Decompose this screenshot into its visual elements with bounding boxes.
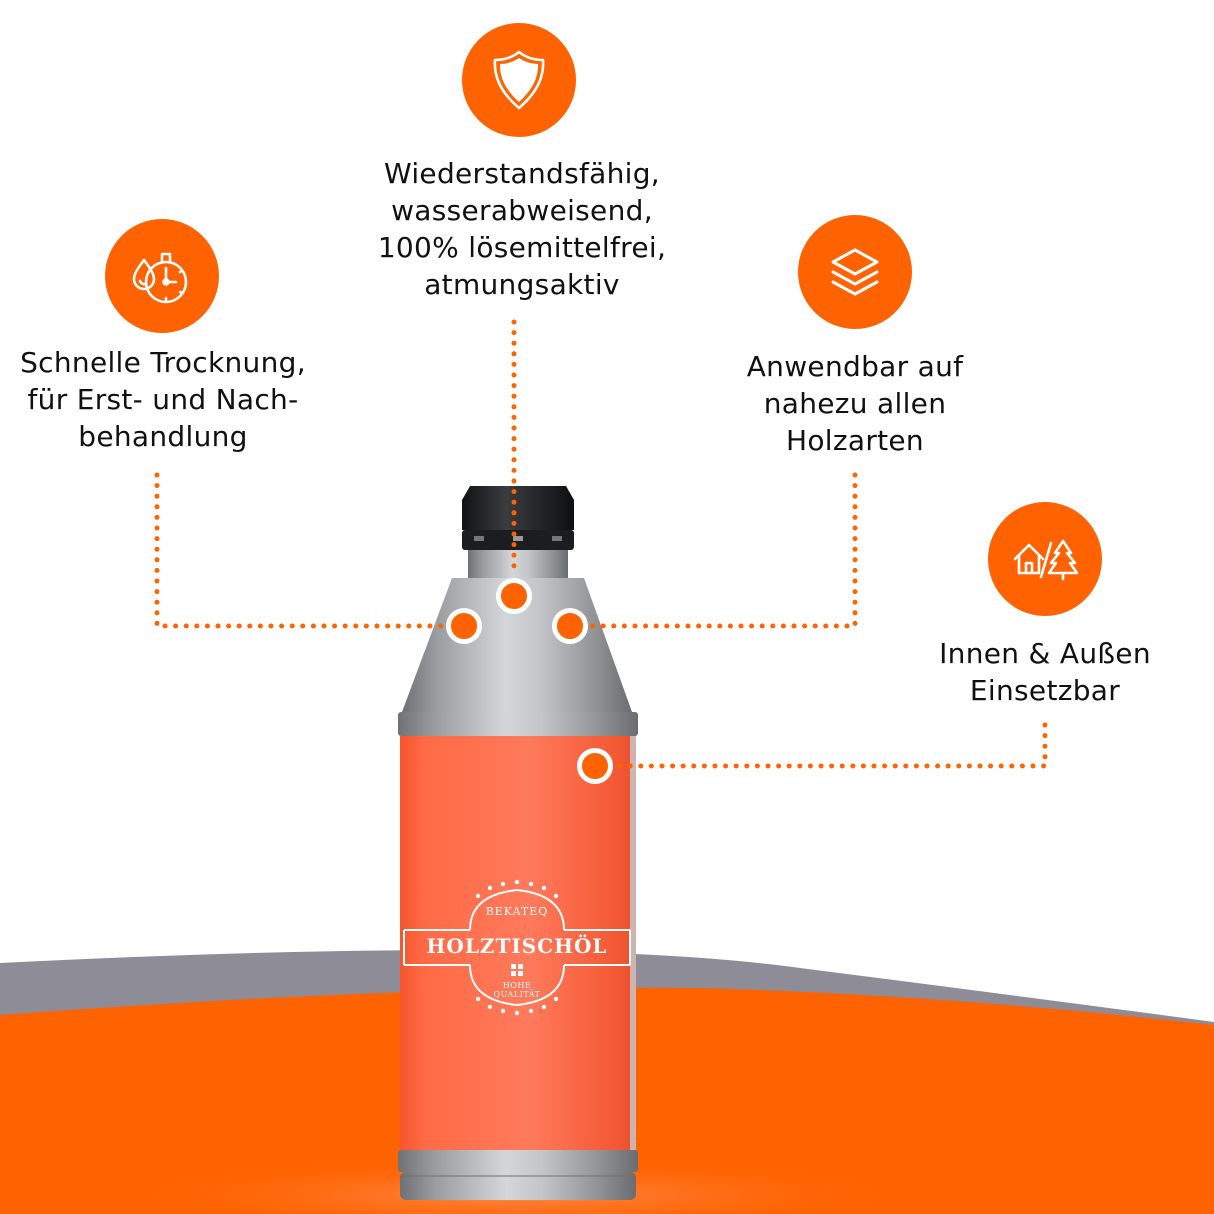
feature-indoor-outdoor-text: Innen & Außen Einsetzbar — [939, 637, 1151, 707]
feature-resistant-text: Wiederstandsfähig, wasserabweisend, 100%… — [377, 157, 667, 301]
layers-icon — [831, 248, 879, 296]
shield-icon — [493, 50, 545, 110]
connector-drying — [154, 472, 449, 629]
product-tagline: HOHE QUALITÄT — [493, 981, 541, 999]
connector-woods — [587, 472, 858, 629]
marker-indoor-outdoor — [577, 748, 613, 784]
feature-drying-icon-badge — [105, 219, 219, 333]
marker-resistant — [496, 578, 532, 614]
feature-woods-icon-badge — [798, 215, 912, 329]
connector-indoor-outdoor — [611, 722, 1048, 769]
marker-drying — [446, 608, 482, 644]
stopwatch-droplet-icon — [132, 252, 188, 304]
marker-woods — [552, 608, 588, 644]
feature-indoor-outdoor-icon-badge — [988, 502, 1102, 616]
feature-woods-text: Anwendbar auf nahezu allen Holzarten — [746, 350, 964, 457]
product-brand: BEKATEQ — [485, 905, 549, 918]
feature-drying-text: Schnelle Trocknung, für Erst- und Nach- … — [20, 346, 306, 453]
product-name: HOLZTISCHÖL — [426, 934, 608, 958]
feature-resistant-icon-badge — [462, 23, 576, 137]
house-tree-icon — [1013, 539, 1079, 581]
